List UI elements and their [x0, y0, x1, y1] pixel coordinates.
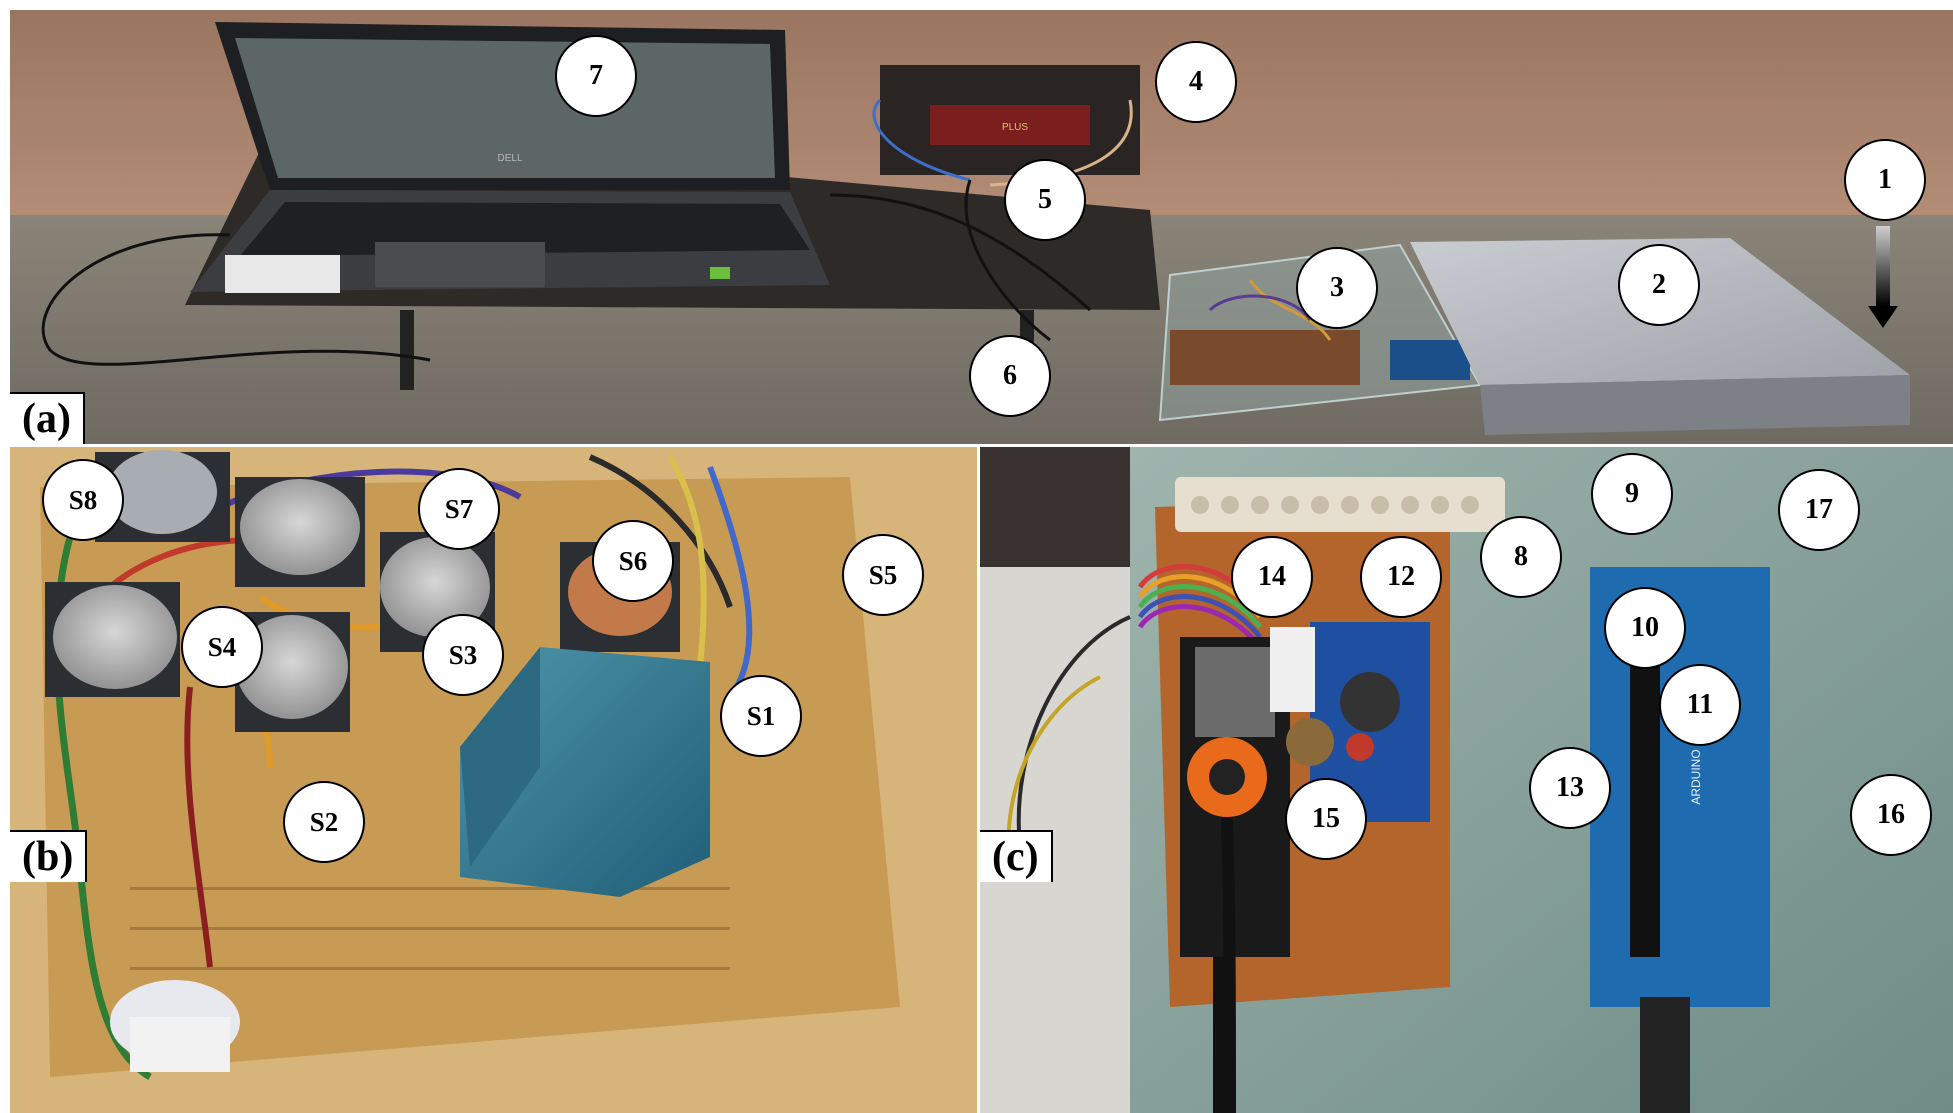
panel-b: (b) [10, 447, 977, 1113]
arduino-label-text: ARDUINO [1689, 749, 1703, 804]
callout-5: 5 [1004, 159, 1086, 241]
callout-6: 6 [969, 335, 1051, 417]
battery-label-text: PLUS [1002, 122, 1028, 133]
callout-9: 9 [1591, 453, 1673, 535]
callout-7: 7 [555, 35, 637, 117]
callout-10: 10 [1604, 587, 1686, 669]
callout-16: 16 [1850, 774, 1932, 856]
callout-s3: S3 [422, 614, 504, 696]
laptop-brand-text: DELL [497, 153, 522, 164]
callout-s1: S1 [720, 675, 802, 757]
callout-s4: S4 [181, 606, 263, 688]
panel-label-c: (c) [980, 830, 1053, 882]
callout-s2: S2 [283, 781, 365, 863]
callout-s8: S8 [42, 459, 124, 541]
callout-14: 14 [1231, 536, 1313, 618]
callout-s6: S6 [592, 520, 674, 602]
callout-1: 1 [1844, 139, 1926, 221]
callout-8: 8 [1480, 516, 1562, 598]
callout-3: 3 [1296, 247, 1378, 329]
panel-label-b: (b) [10, 830, 88, 882]
panel-label-a: (a) [10, 392, 85, 444]
callout-15: 15 [1285, 778, 1367, 860]
callout-12: 12 [1360, 536, 1442, 618]
callout-17: 17 [1778, 469, 1860, 551]
photo-sensor-board [10, 447, 977, 1113]
callout-4: 4 [1155, 41, 1237, 123]
callout-11: 11 [1659, 664, 1741, 746]
callout-13: 13 [1529, 747, 1611, 829]
callout-2: 2 [1618, 244, 1700, 326]
callout-s5: S5 [842, 534, 924, 616]
callout-s7: S7 [418, 468, 500, 550]
